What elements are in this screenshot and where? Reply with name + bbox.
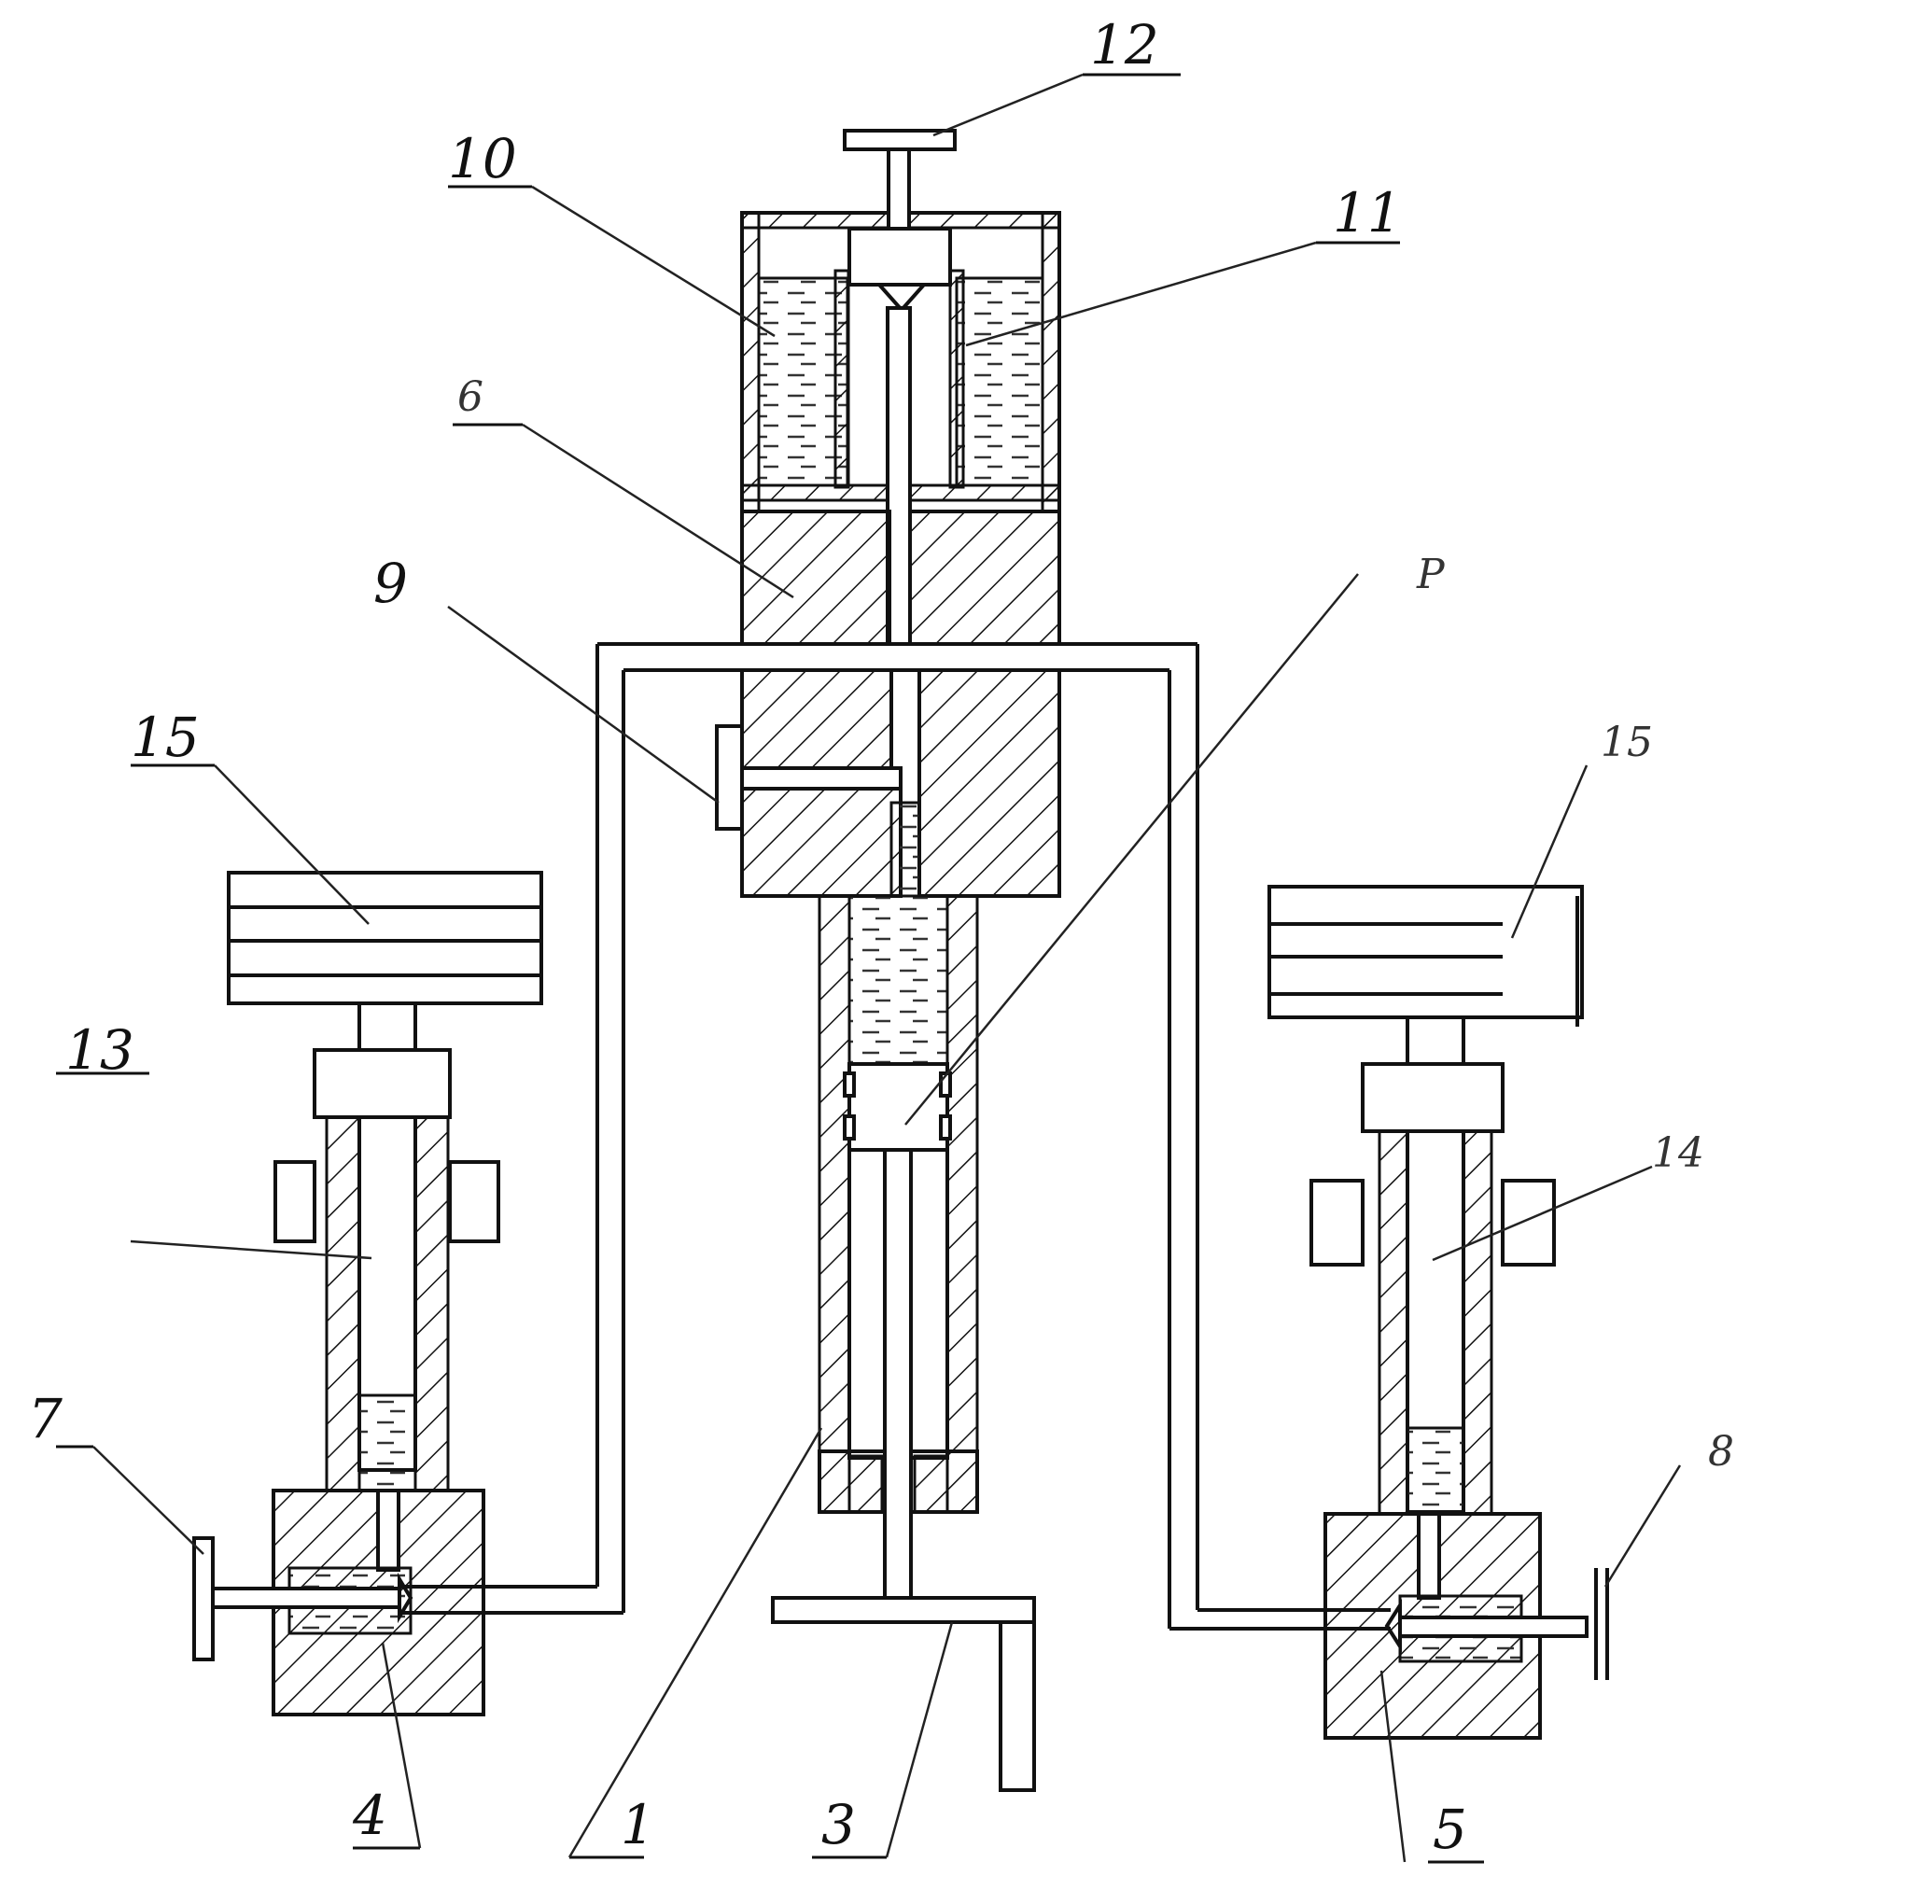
label-5: 5 bbox=[1433, 1798, 1467, 1861]
label-15-left: 15 bbox=[131, 706, 200, 769]
leader-lines bbox=[56, 73, 1682, 1864]
label-12: 12 bbox=[1090, 13, 1159, 77]
label-9: 9 bbox=[373, 552, 408, 615]
lower-block bbox=[715, 668, 1061, 898]
connecting-pipes bbox=[401, 642, 1391, 1631]
label-p: P bbox=[1416, 551, 1446, 598]
main-cylinder bbox=[818, 894, 979, 1600]
upper-block bbox=[740, 510, 1061, 646]
label-11: 11 bbox=[1333, 181, 1402, 245]
label-8: 8 bbox=[1708, 1428, 1734, 1476]
left-unit bbox=[192, 871, 543, 1716]
label-14: 14 bbox=[1652, 1129, 1704, 1177]
right-unit bbox=[1267, 885, 1609, 1740]
label-3: 3 bbox=[821, 1793, 856, 1856]
label-7: 7 bbox=[28, 1387, 63, 1450]
label-1: 1 bbox=[621, 1793, 655, 1856]
label-6: 6 bbox=[457, 373, 483, 421]
label-10: 10 bbox=[448, 127, 517, 190]
top-handle bbox=[843, 129, 957, 231]
label-13: 13 bbox=[65, 1018, 134, 1082]
top-reservoir bbox=[740, 211, 1061, 513]
label-15-right: 15 bbox=[1601, 719, 1653, 766]
label-4: 4 bbox=[352, 1784, 387, 1847]
lever bbox=[771, 1596, 1036, 1792]
